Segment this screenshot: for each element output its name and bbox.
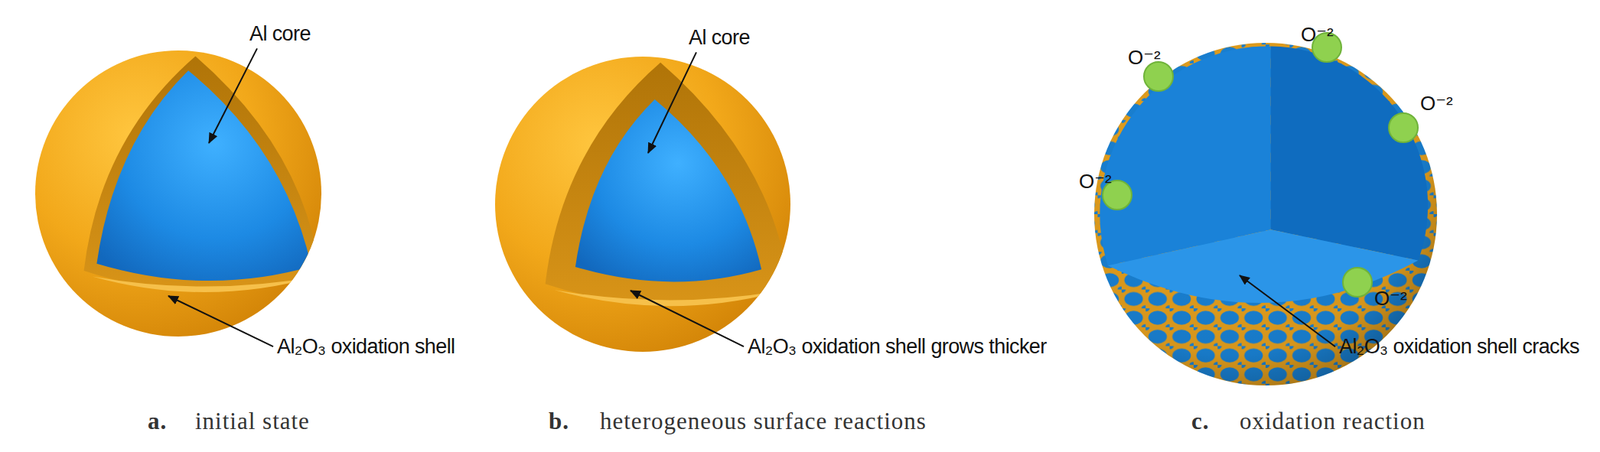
ion-label: O⁻² <box>1127 45 1161 70</box>
part-label: Al₂O₃ oxidation shell cracks <box>1339 334 1580 359</box>
particle-initial <box>35 50 322 337</box>
part-label: Al₂O₃ oxidation shell <box>276 334 456 359</box>
ion-label: O⁻² <box>1300 22 1334 47</box>
panel-caption: oxidation reaction <box>1239 407 1426 436</box>
part-label: Al core <box>249 21 311 46</box>
part-label: Al core <box>688 25 750 50</box>
particle-cracked-shell <box>1094 42 1438 386</box>
leader-lines <box>168 48 1336 347</box>
panel-letter: a. <box>147 407 167 436</box>
part-label: Al₂O₃ oxidation shell grows thicker <box>747 334 1047 359</box>
ion-label: O⁻² <box>1374 286 1408 311</box>
panel-caption: heterogeneous surface reactions <box>599 407 927 436</box>
panel-letter: c. <box>1191 407 1210 436</box>
oxygen-ions <box>1102 32 1418 297</box>
particle-thicker-shell <box>495 56 791 352</box>
ion-label: O⁻² <box>1420 91 1454 116</box>
ion-label: O⁻² <box>1078 169 1112 194</box>
panel-letter: b. <box>548 407 570 436</box>
panel-caption: initial state <box>195 407 310 436</box>
